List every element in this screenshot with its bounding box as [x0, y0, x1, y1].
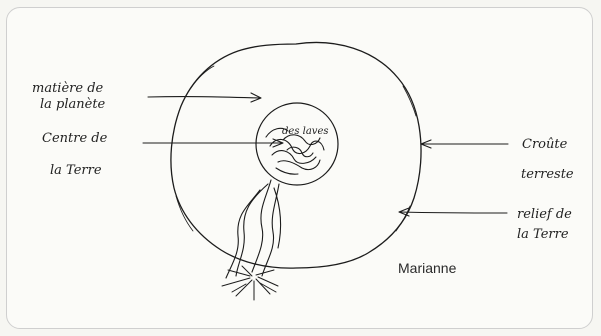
author-name: Marianne [398, 260, 456, 276]
label-relief-1: relief de [517, 207, 572, 222]
label-centre-2: la Terre [50, 163, 102, 178]
arrow-matter [148, 93, 261, 102]
label-lava: des laves [282, 126, 329, 137]
label-matter-2: la planète [40, 97, 106, 112]
arrow-crust [421, 140, 508, 148]
label-crust-1: Croûte [522, 137, 568, 152]
core-circle [256, 103, 338, 185]
label-relief-2: la Terre [517, 227, 569, 242]
eruption-splash [222, 266, 278, 300]
planet-outline [171, 42, 421, 268]
label-centre-1: Centre de [42, 131, 108, 146]
arrow-relief [399, 208, 507, 216]
arrow-centre [143, 139, 283, 147]
label-matter-1: matière de [32, 81, 104, 96]
label-crust-2: terreste [521, 167, 574, 182]
